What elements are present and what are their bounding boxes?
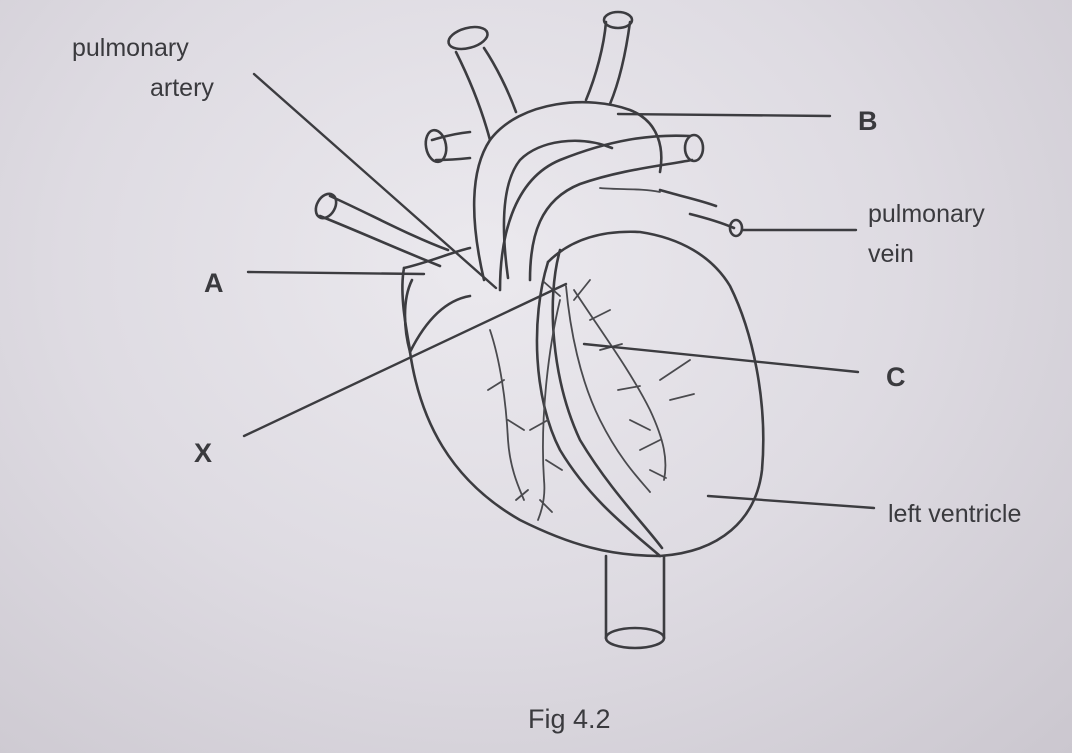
label-left-ventricle: left ventricle <box>888 500 1021 528</box>
label-a: A <box>204 268 224 298</box>
leader-a <box>248 272 424 274</box>
leader-lines <box>244 74 874 508</box>
inferior-vessel <box>606 556 664 648</box>
label-x: X <box>194 438 212 468</box>
leader-left-ventricle <box>708 496 874 508</box>
label-pulmonary-artery-line2: artery <box>150 74 214 102</box>
label-b: B <box>858 106 878 136</box>
vena-cava-upper <box>423 129 470 164</box>
label-pulmonary-vein-line1: pulmonary <box>868 200 985 228</box>
coronary-vessels <box>488 280 694 520</box>
label-pulmonary-vein-line2: vein <box>868 240 914 268</box>
label-c: C <box>886 362 906 392</box>
leader-b <box>618 114 830 116</box>
leader-pulmonary-artery <box>254 74 496 288</box>
pulmonary-vein-vessel <box>600 188 742 236</box>
heart-outline <box>402 232 763 556</box>
aorta <box>446 12 661 280</box>
label-pulmonary-artery-line1: pulmonary <box>72 34 189 62</box>
figure-caption: Fig 4.2 <box>528 704 611 734</box>
